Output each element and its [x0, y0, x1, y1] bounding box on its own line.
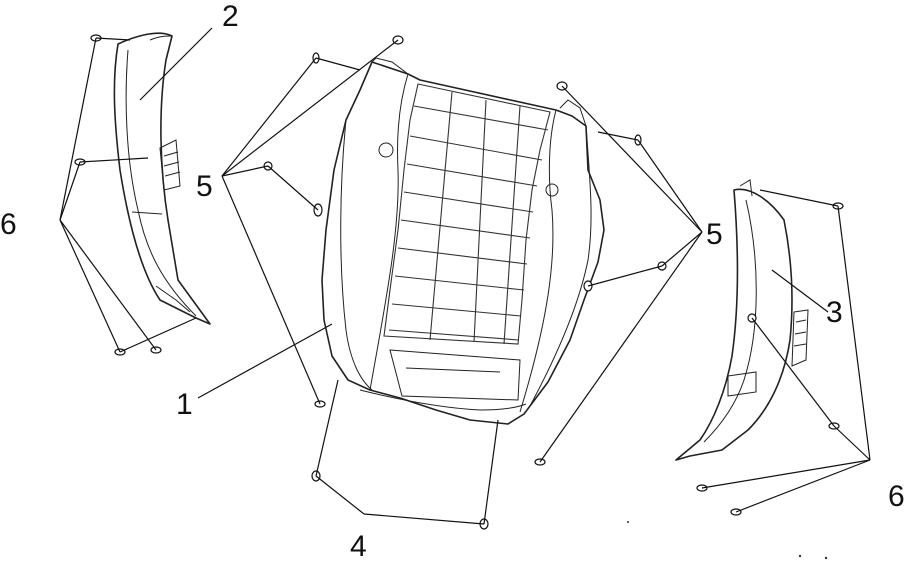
- speck-dot: [798, 554, 802, 558]
- left-side-panel: [113, 32, 211, 325]
- label-part-5-left: 5: [196, 170, 213, 203]
- cover-grille: [383, 83, 551, 345]
- label-part-1: 1: [176, 388, 193, 421]
- label-part-5-right: 5: [706, 218, 723, 251]
- label-part-6-right: 6: [888, 480, 905, 513]
- main-front-cover: [321, 57, 605, 425]
- label-part-3: 3: [826, 296, 843, 329]
- label-part-4: 4: [350, 530, 367, 563]
- speck-dot: [627, 521, 629, 523]
- speck-dot: [824, 556, 828, 560]
- label-part-2: 2: [222, 0, 239, 33]
- right-side-panel: [675, 179, 809, 461]
- label-part-6-left: 6: [0, 208, 17, 241]
- leader-lines: [59, 27, 871, 525]
